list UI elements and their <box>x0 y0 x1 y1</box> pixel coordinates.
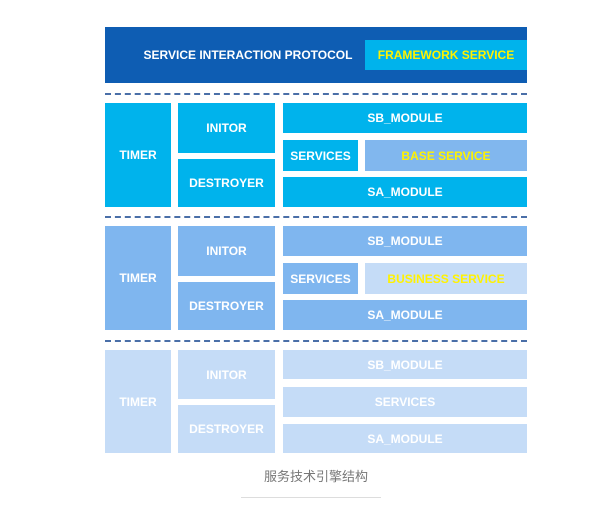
caption-underline <box>241 497 381 498</box>
layer-divider <box>105 216 527 218</box>
layer1-base-service: BASE SERVICE <box>365 140 527 171</box>
layer2-services: SERVICES <box>283 263 358 294</box>
layer3-services: SERVICES <box>283 387 527 417</box>
service-interaction-protocol-label: SERVICE INTERACTION PROTOCOL <box>143 48 353 62</box>
layer1-destroyer: DESTROYER <box>178 159 275 207</box>
layer2-sa-module: SA_MODULE <box>283 300 527 330</box>
layer3-sb-module: SB_MODULE <box>283 350 527 379</box>
layer2-business-service: BUSINESS SERVICE <box>365 263 527 294</box>
framework-service-box: FRAMEWORK SERVICE <box>365 40 527 70</box>
layer3-sa-module: SA_MODULE <box>283 424 527 453</box>
layer-divider <box>105 93 527 95</box>
layer3-initor: INITOR <box>178 350 275 399</box>
layer1-sa-module: SA_MODULE <box>283 177 527 207</box>
layer-divider <box>105 340 527 342</box>
layer2-destroyer: DESTROYER <box>178 282 275 330</box>
layer1-timer: TIMER <box>105 103 171 207</box>
layer1-sb-module: SB_MODULE <box>283 103 527 133</box>
layer2-sb-module: SB_MODULE <box>283 226 527 256</box>
layer3-timer: TIMER <box>105 350 171 453</box>
layer1-initor: INITOR <box>178 103 275 153</box>
layer2-initor: INITOR <box>178 226 275 276</box>
layer1-services: SERVICES <box>283 140 358 171</box>
layer2-timer: TIMER <box>105 226 171 330</box>
diagram-caption: 服务技术引擎结构 <box>263 470 368 485</box>
layer3-destroyer: DESTROYER <box>178 405 275 453</box>
